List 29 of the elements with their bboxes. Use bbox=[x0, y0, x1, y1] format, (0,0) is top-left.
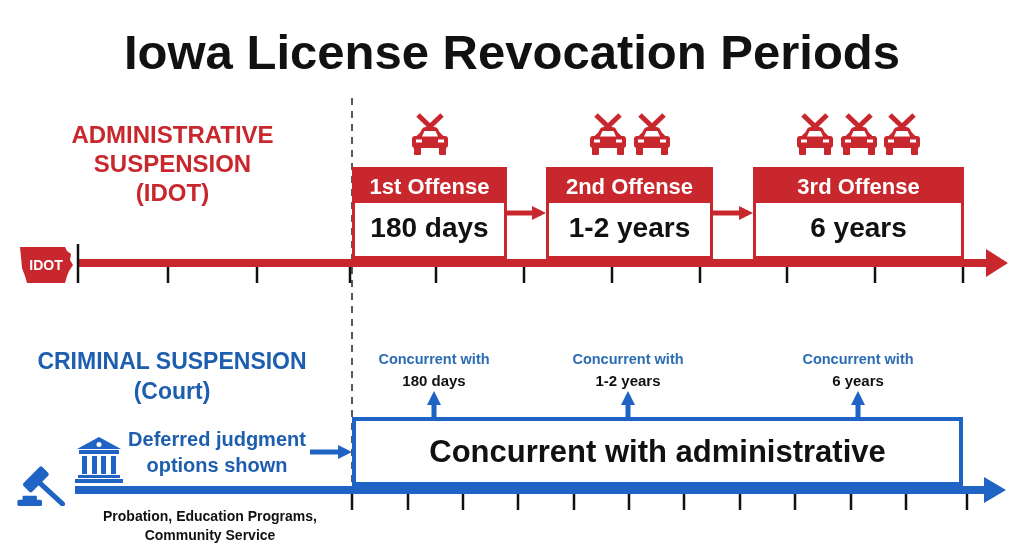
duration-text: 1-2 years bbox=[595, 371, 661, 391]
concurrent-panel bbox=[352, 417, 963, 486]
duration-text: 180 days bbox=[369, 211, 490, 245]
arrow bbox=[310, 445, 353, 459]
section-heading: ADMINISTRATIVE SUSPENSION (IDOT) bbox=[70, 120, 275, 207]
offense-header: 3rd Offense bbox=[756, 170, 961, 203]
caption-text: Concurrent with bbox=[378, 350, 490, 369]
caption-text: Concurrent with bbox=[572, 350, 684, 369]
offense-header: 2nd Offense bbox=[549, 170, 710, 203]
summary-text: Concurrent with administrative bbox=[429, 433, 886, 470]
arrow bbox=[851, 390, 865, 417]
offense-card bbox=[753, 167, 964, 259]
note-text: Probation, Education Programs, Community Service bbox=[102, 507, 318, 545]
offense-card bbox=[352, 167, 507, 259]
offense-header: 1st Offense bbox=[355, 170, 504, 203]
arrow bbox=[427, 390, 441, 417]
caption-text: Concurrent with bbox=[802, 350, 914, 369]
duration-text: 1-2 years bbox=[567, 211, 692, 245]
callout-text: Deferred judgment options shown bbox=[124, 426, 310, 478]
duration-text: 180 days bbox=[402, 371, 466, 391]
duration-text: 6 years bbox=[832, 371, 884, 391]
section-heading: CRIMINAL SUSPENSION (Court) bbox=[36, 347, 308, 406]
arrow bbox=[621, 390, 635, 417]
agency-abbreviation: IDOT bbox=[29, 257, 63, 273]
arrow bbox=[713, 206, 754, 220]
arrow bbox=[507, 206, 547, 220]
duration-text: 6 years bbox=[809, 211, 908, 245]
diagram-title: Iowa License Revocation Periods bbox=[123, 24, 901, 81]
offense-card bbox=[546, 167, 713, 259]
